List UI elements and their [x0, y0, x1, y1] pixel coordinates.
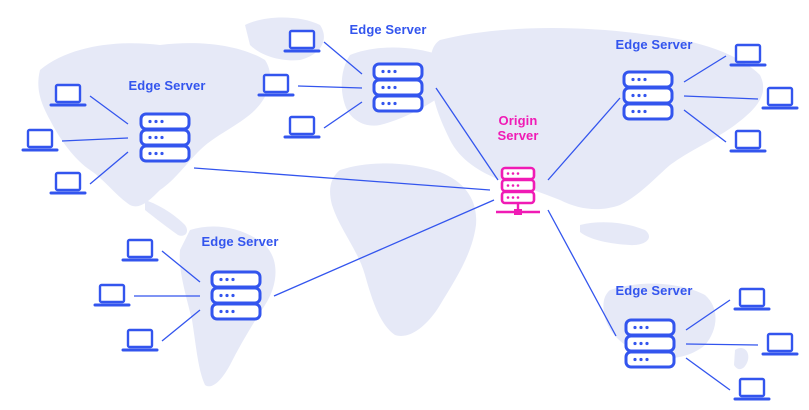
client-link-north-america — [89, 151, 129, 185]
origin-label-line2: Server — [497, 128, 539, 143]
continent-new-zealand — [734, 348, 749, 370]
laptop-icon — [49, 171, 87, 195]
continent-southeast-asia — [580, 222, 650, 246]
client-link-australia — [685, 299, 731, 331]
origin-link-australia — [547, 209, 617, 337]
client-link-asia — [683, 95, 759, 100]
continent-central-america — [145, 200, 188, 236]
origin-link-south-america — [273, 199, 495, 297]
edge-server-label: Edge Server — [615, 283, 693, 298]
laptop-icon — [733, 377, 771, 401]
laptop-icon — [283, 29, 321, 53]
laptop-icon — [93, 283, 131, 307]
server-rack-icon — [624, 318, 676, 369]
edge-server-label: Edge Server — [201, 234, 279, 249]
origin-server-icon — [496, 166, 540, 215]
origin-link-north-america — [193, 167, 491, 191]
connection-lines — [61, 41, 759, 391]
laptop-icon — [121, 328, 159, 352]
edge-server-label: Edge Server — [615, 37, 693, 52]
server-rack-icon — [210, 270, 262, 321]
origin-link-europe — [435, 87, 499, 181]
server-rack-icon — [622, 70, 674, 121]
client-link-north-america — [89, 95, 129, 125]
origin-label-line1: Origin — [498, 113, 538, 128]
edge-server-label: Edge Server — [128, 78, 206, 93]
origin-server-label: Origin Server — [497, 113, 538, 143]
client-link-asia — [683, 55, 727, 83]
laptop-icon — [49, 83, 87, 107]
client-link-north-america — [61, 137, 129, 142]
laptop-icon — [733, 287, 771, 311]
server-rack-icon — [372, 62, 424, 113]
server-rack-icon — [139, 112, 191, 163]
laptop-icon — [761, 332, 799, 356]
client-link-europe — [323, 41, 363, 75]
laptop-icon — [729, 43, 767, 67]
client-link-south-america — [161, 250, 201, 283]
laptop-icon — [121, 238, 159, 262]
client-link-asia — [683, 109, 727, 143]
client-link-europe — [323, 101, 363, 129]
client-link-europe — [297, 85, 363, 89]
laptop-icon — [21, 128, 59, 152]
laptop-icon — [729, 129, 767, 153]
laptop-icon — [283, 115, 321, 139]
edge-server-label: Edge Server — [349, 22, 427, 37]
client-link-south-america — [161, 309, 201, 342]
continent-africa — [330, 163, 477, 336]
laptop-icon — [257, 73, 295, 97]
laptop-icon — [761, 86, 799, 110]
client-link-australia — [685, 357, 731, 391]
client-link-australia — [685, 343, 759, 346]
origin-link-asia — [547, 97, 621, 181]
continent-asia — [430, 28, 764, 210]
